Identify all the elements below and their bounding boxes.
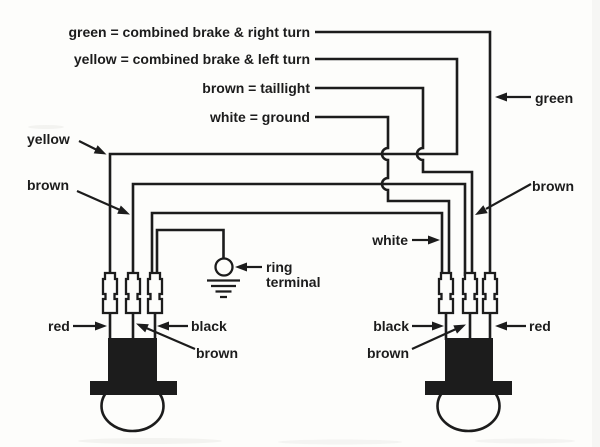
- right-brown-wire-callout: brown: [532, 178, 574, 194]
- yellow-callout-arrowhead-icon: [93, 145, 107, 155]
- left-brown-pin-label: brown: [196, 345, 238, 361]
- crimp-connector: [481, 271, 499, 315]
- yellow-wire-callout: yellow: [27, 131, 70, 147]
- left-lamp-flange: [90, 381, 177, 395]
- white-callout-arrowhead-icon: [428, 235, 440, 245]
- harness-wires: [108, 30, 492, 276]
- crimp-connector: [101, 271, 119, 315]
- legend-yellow-label: yellow = combined brake & left turn: [74, 51, 310, 67]
- right-lamp-socket: [445, 338, 493, 382]
- brown-link-wire-path: [131, 182, 467, 276]
- right-lamp-flange: [425, 381, 512, 395]
- wire-callouts: yellow brown green brown white: [27, 90, 574, 248]
- right-lamp: black red brown: [367, 318, 551, 433]
- lamp-pin-wires: [108, 311, 492, 340]
- left-lamp-pin-wires: [108, 311, 157, 340]
- yellow-wire-path: [108, 57, 459, 276]
- left-brown-callout-arrowhead-icon: [117, 205, 130, 215]
- right-red-arrowhead-icon: [495, 321, 507, 331]
- ground-symbol-icon: [207, 279, 240, 299]
- right-black-arrowhead-icon: [432, 321, 444, 331]
- crimp-connectors: [101, 271, 499, 315]
- right-brown-pin-arrow-line: [411, 328, 456, 351]
- left-red-pin-label: red: [48, 318, 70, 334]
- right-brown-callout-arrowhead-icon: [475, 205, 488, 215]
- left-lamp: red black brown: [48, 318, 238, 433]
- legend-white-label: white = ground: [209, 109, 310, 125]
- legend-green-label: green = combined brake & right turn: [68, 24, 310, 40]
- scan-noise: [28, 0, 600, 447]
- left-brown-pin-arrow-line: [146, 327, 196, 351]
- ring-terminal-wire-path: [155, 228, 225, 276]
- green-callout-arrowhead-icon: [495, 92, 507, 102]
- left-brown-pin-arrowhead-icon: [136, 323, 149, 333]
- left-black-pin-label: black: [191, 318, 227, 334]
- ring-terminal-label-line1: ring: [266, 259, 292, 275]
- ring-terminal-arrowhead-icon: [235, 262, 247, 272]
- right-brown-pin-label: brown: [367, 345, 409, 361]
- legend-brown-label: brown = taillight: [202, 80, 310, 96]
- right-red-pin-label: red: [529, 318, 551, 334]
- left-lamp-socket: [108, 338, 157, 382]
- right-lamp-pin-wires: [444, 311, 492, 340]
- crimp-connector: [437, 271, 455, 315]
- ground-link-wire-path: [150, 211, 444, 276]
- left-red-arrowhead-icon: [95, 321, 107, 331]
- right-brown-pin-arrowhead-icon: [453, 324, 466, 334]
- legend: green = combined brake & right turn yell…: [68, 24, 310, 125]
- crimp-connector: [461, 271, 479, 315]
- white-wire-path: [315, 115, 451, 276]
- ring-terminal-label-line2: terminal: [266, 274, 320, 290]
- left-brown-wire-callout: brown: [27, 177, 69, 193]
- ring-terminal-icon: [214, 257, 234, 277]
- brown-wire-path: [315, 86, 474, 276]
- green-wire-path: [315, 30, 492, 276]
- crimp-connector: [124, 271, 142, 315]
- white-wire-callout: white: [371, 232, 408, 248]
- right-black-pin-label: black: [373, 318, 409, 334]
- yellow-callout-arrow-line: [78, 140, 97, 151]
- left-brown-callout-arrow-line: [76, 189, 120, 211]
- crimp-connector: [146, 271, 164, 315]
- ring-terminal-group: ring terminal: [207, 257, 320, 299]
- left-black-arrowhead-icon: [157, 321, 169, 331]
- right-brown-callout-arrow-line: [485, 183, 532, 210]
- green-wire-callout: green: [535, 90, 573, 106]
